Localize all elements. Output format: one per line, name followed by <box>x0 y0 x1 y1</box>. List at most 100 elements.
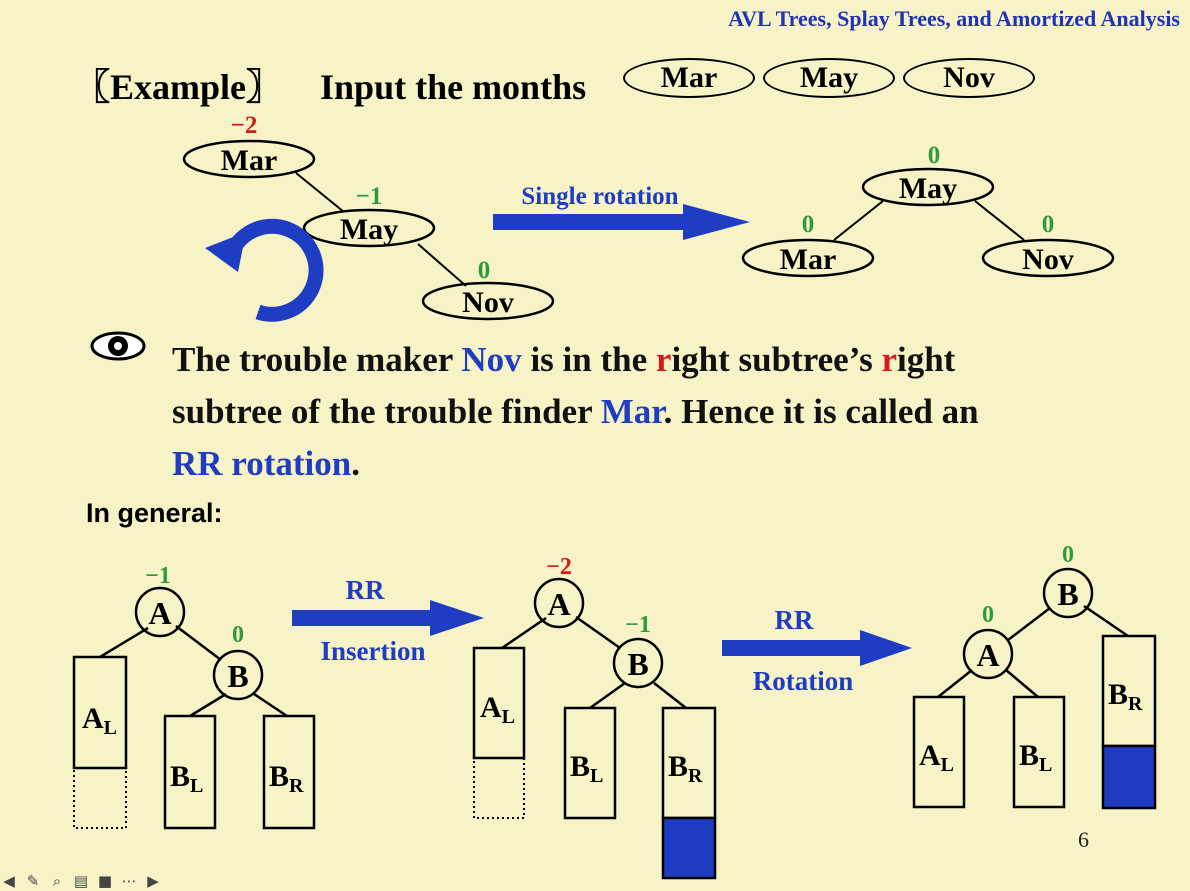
g2-bl-label: BL <box>570 750 603 787</box>
g2-node-b-label: B <box>627 646 648 682</box>
in-general-heading: In general: <box>86 498 223 528</box>
back-icon[interactable]: ◀ <box>3 872 15 890</box>
month-pill-may: May <box>763 58 895 98</box>
g2-bf-a: −2 <box>546 554 572 580</box>
more-icon[interactable]: ⋯ <box>121 872 137 890</box>
bf-mar-left: 0 <box>802 211 815 238</box>
arrow2-bottom-label: Rotation <box>753 666 854 696</box>
bf-nov: 0 <box>478 257 491 284</box>
g1-al-label: AL <box>82 702 117 739</box>
g3-node-b <box>1042 567 1094 619</box>
bf-may: −1 <box>356 183 383 210</box>
forward-icon[interactable]: ▶ <box>147 872 159 890</box>
g2-subtree-bl <box>563 706 617 820</box>
rotation-arrow-icon <box>225 218 324 322</box>
single-rotation-label: Single rotation <box>521 183 678 210</box>
node-mar-label: Mar <box>221 144 278 177</box>
g1-edge-a-al <box>99 626 149 659</box>
g1-node-b-label: B <box>227 658 248 694</box>
rotation-arrowhead-icon <box>205 232 246 272</box>
g2-edge-a-b <box>575 615 621 650</box>
g3-bf-a: 0 <box>982 602 994 628</box>
g2-al-label: AL <box>480 691 515 728</box>
g1-subtree-br <box>262 714 316 830</box>
g3-node-a-label: A <box>976 637 999 673</box>
pencil-icon[interactable]: ✎ <box>26 872 40 890</box>
node-nov-right-label: Nov <box>1022 243 1074 276</box>
g1-br-label: BR <box>269 760 304 797</box>
g2-node-a <box>533 577 585 629</box>
trouble-finder: Mar <box>600 392 664 431</box>
arrow1-head-icon <box>430 600 484 636</box>
captions-icon[interactable]: ▤ <box>73 872 89 890</box>
g2-edge-b-br <box>653 682 687 709</box>
arrow2-head-icon <box>860 630 912 666</box>
g3-bf-b: 0 <box>1062 542 1074 568</box>
edge-may-nov-right <box>974 200 1025 241</box>
g2-subtree-al-dotted <box>473 757 525 819</box>
g2-node-a-label: A <box>547 586 570 622</box>
node-may <box>302 208 436 248</box>
g3-node-a <box>962 628 1014 680</box>
month-pill-nov: Nov <box>903 58 1035 98</box>
g3-edge-b-br <box>1083 604 1129 638</box>
slide-toolbar: ◀ ✎ ⌕ ▤ ■ ⋯ ▶ <box>0 872 162 890</box>
bf-mar: −2 <box>231 112 258 139</box>
slide-header: AVL Trees, Splay Trees, and Amortized An… <box>728 6 1180 31</box>
arrow2-top-label: RR <box>775 605 814 635</box>
node-may-label: May <box>340 213 398 246</box>
rr-rotation-term: RR rotation <box>172 444 352 483</box>
g3-edge-a-bl <box>1005 669 1039 698</box>
g3-edge-b-a <box>1007 607 1051 641</box>
edge-may-nov <box>417 243 467 287</box>
g1-subtree-bl <box>163 714 217 830</box>
g3-al-label: AL <box>919 739 954 776</box>
month-pill-mar: Mar <box>623 58 755 98</box>
bf-nov-right: 0 <box>1042 211 1055 238</box>
g1-node-a <box>134 586 186 638</box>
g2-node-b <box>612 637 664 689</box>
node-nov-right <box>981 238 1115 278</box>
g2-bf-b: −1 <box>625 612 651 638</box>
node-mar-left-label: Mar <box>780 243 837 276</box>
g1-node-b <box>212 649 264 701</box>
single-rotation-arrow-shaft <box>493 214 685 230</box>
g3-br-label: BR <box>1108 678 1143 715</box>
g1-edge-b-bl <box>189 692 227 718</box>
g3-node-b-label: B <box>1057 576 1078 612</box>
g3-edge-a-al <box>937 669 973 698</box>
g2-edge-a-al <box>501 616 547 650</box>
edge-mar-may <box>295 172 345 213</box>
g1-bf-b: 0 <box>232 622 244 648</box>
zoom-icon[interactable]: ⌕ <box>52 872 62 890</box>
g2-edge-b-bl <box>589 681 626 710</box>
arrow1-shaft <box>292 610 432 626</box>
node-mar <box>182 139 316 179</box>
g1-edge-b-br <box>253 692 288 718</box>
trouble-maker: Nov <box>461 340 522 379</box>
g3-subtree-br-inserted <box>1101 744 1157 810</box>
g1-edge-a-b <box>175 625 222 661</box>
eye-icon <box>90 331 146 361</box>
page-number: 6 <box>1078 827 1089 852</box>
edge-may-mar <box>833 200 884 241</box>
arrow1-bottom-label: Insertion <box>320 636 425 666</box>
example-text: Input the months <box>320 67 587 107</box>
arrow2-shaft <box>722 640 862 656</box>
g1-bl-label: BL <box>170 760 203 797</box>
g1-subtree-al-dotted <box>73 767 127 829</box>
camera-icon[interactable]: ■ <box>97 872 113 890</box>
arrow1-top-label: RR <box>346 575 385 605</box>
node-mar-left <box>741 238 875 278</box>
example-title: 〖Example〗 Input the months <box>74 58 586 110</box>
explanation-paragraph: The trouble maker Nov is in the right su… <box>172 340 979 483</box>
single-rotation-arrowhead-icon <box>683 204 750 240</box>
g3-bl-label: BL <box>1019 739 1052 776</box>
node-may-root <box>861 167 995 207</box>
g1-bf-a: −1 <box>145 563 171 589</box>
example-label: 〖Example〗 <box>74 67 283 107</box>
g2-br-label: BR <box>668 750 703 787</box>
node-may-root-label: May <box>899 172 957 205</box>
node-nov <box>421 281 555 321</box>
